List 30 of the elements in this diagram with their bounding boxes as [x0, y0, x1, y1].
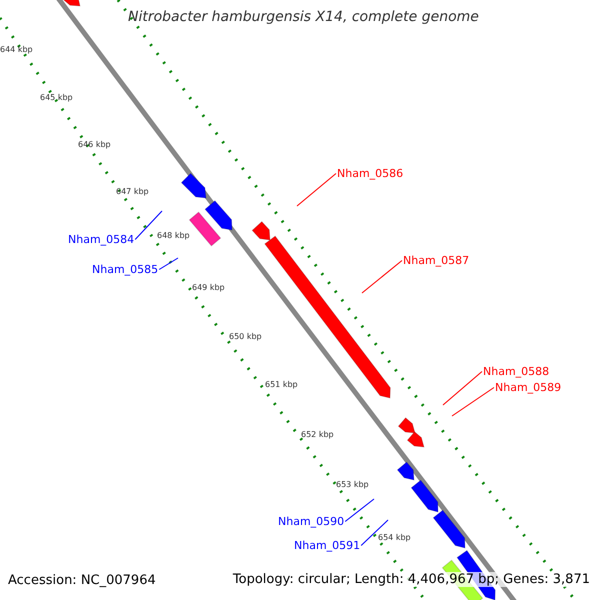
scale-label: 649 kbp — [192, 284, 225, 292]
scale-label: 646 kbp — [78, 141, 111, 149]
gene-label: Nham_0591 — [294, 540, 360, 551]
scale-label: 653 kbp — [336, 481, 369, 489]
scale-label: 652 kbp — [301, 431, 334, 439]
gene-label: Nham_0590 — [278, 516, 344, 527]
footer-text: Accession: NC_007964 — [8, 574, 156, 587]
scale-label: 651 kbp — [265, 381, 298, 389]
diagram-title: Nitrobacter hamburgensis X14, complete genome — [128, 10, 479, 24]
footer-text: Topology: circular; Length: 4,406,967 bp; Genes: 3,871 — [230, 572, 592, 587]
leader-line — [452, 387, 494, 416]
leader-line — [296, 173, 336, 206]
scale-label: 648 kbp — [157, 232, 190, 240]
gene-label: Nham_0584 — [68, 234, 134, 245]
leader-line — [158, 258, 178, 270]
gene-label: Nham_0588 — [483, 366, 550, 377]
gene-label: Nham_0586 — [337, 168, 404, 179]
scale-label: 654 kbp — [378, 534, 411, 542]
leader-line — [344, 498, 374, 522]
leader-line — [360, 520, 388, 546]
scale-label: 645 kbp — [40, 94, 73, 102]
leader-line — [442, 371, 482, 406]
gene-label: Nham_0589 — [495, 382, 562, 393]
leader-line — [362, 260, 402, 294]
scale-label: 647 kbp — [116, 188, 149, 196]
gene-label: Nham_0587 — [403, 255, 470, 266]
gene-label: Nham_0585 — [92, 264, 158, 275]
scale-label: 644 kbp — [0, 46, 33, 54]
leader-line — [134, 210, 162, 240]
scale-label: 650 kbp — [229, 333, 262, 341]
